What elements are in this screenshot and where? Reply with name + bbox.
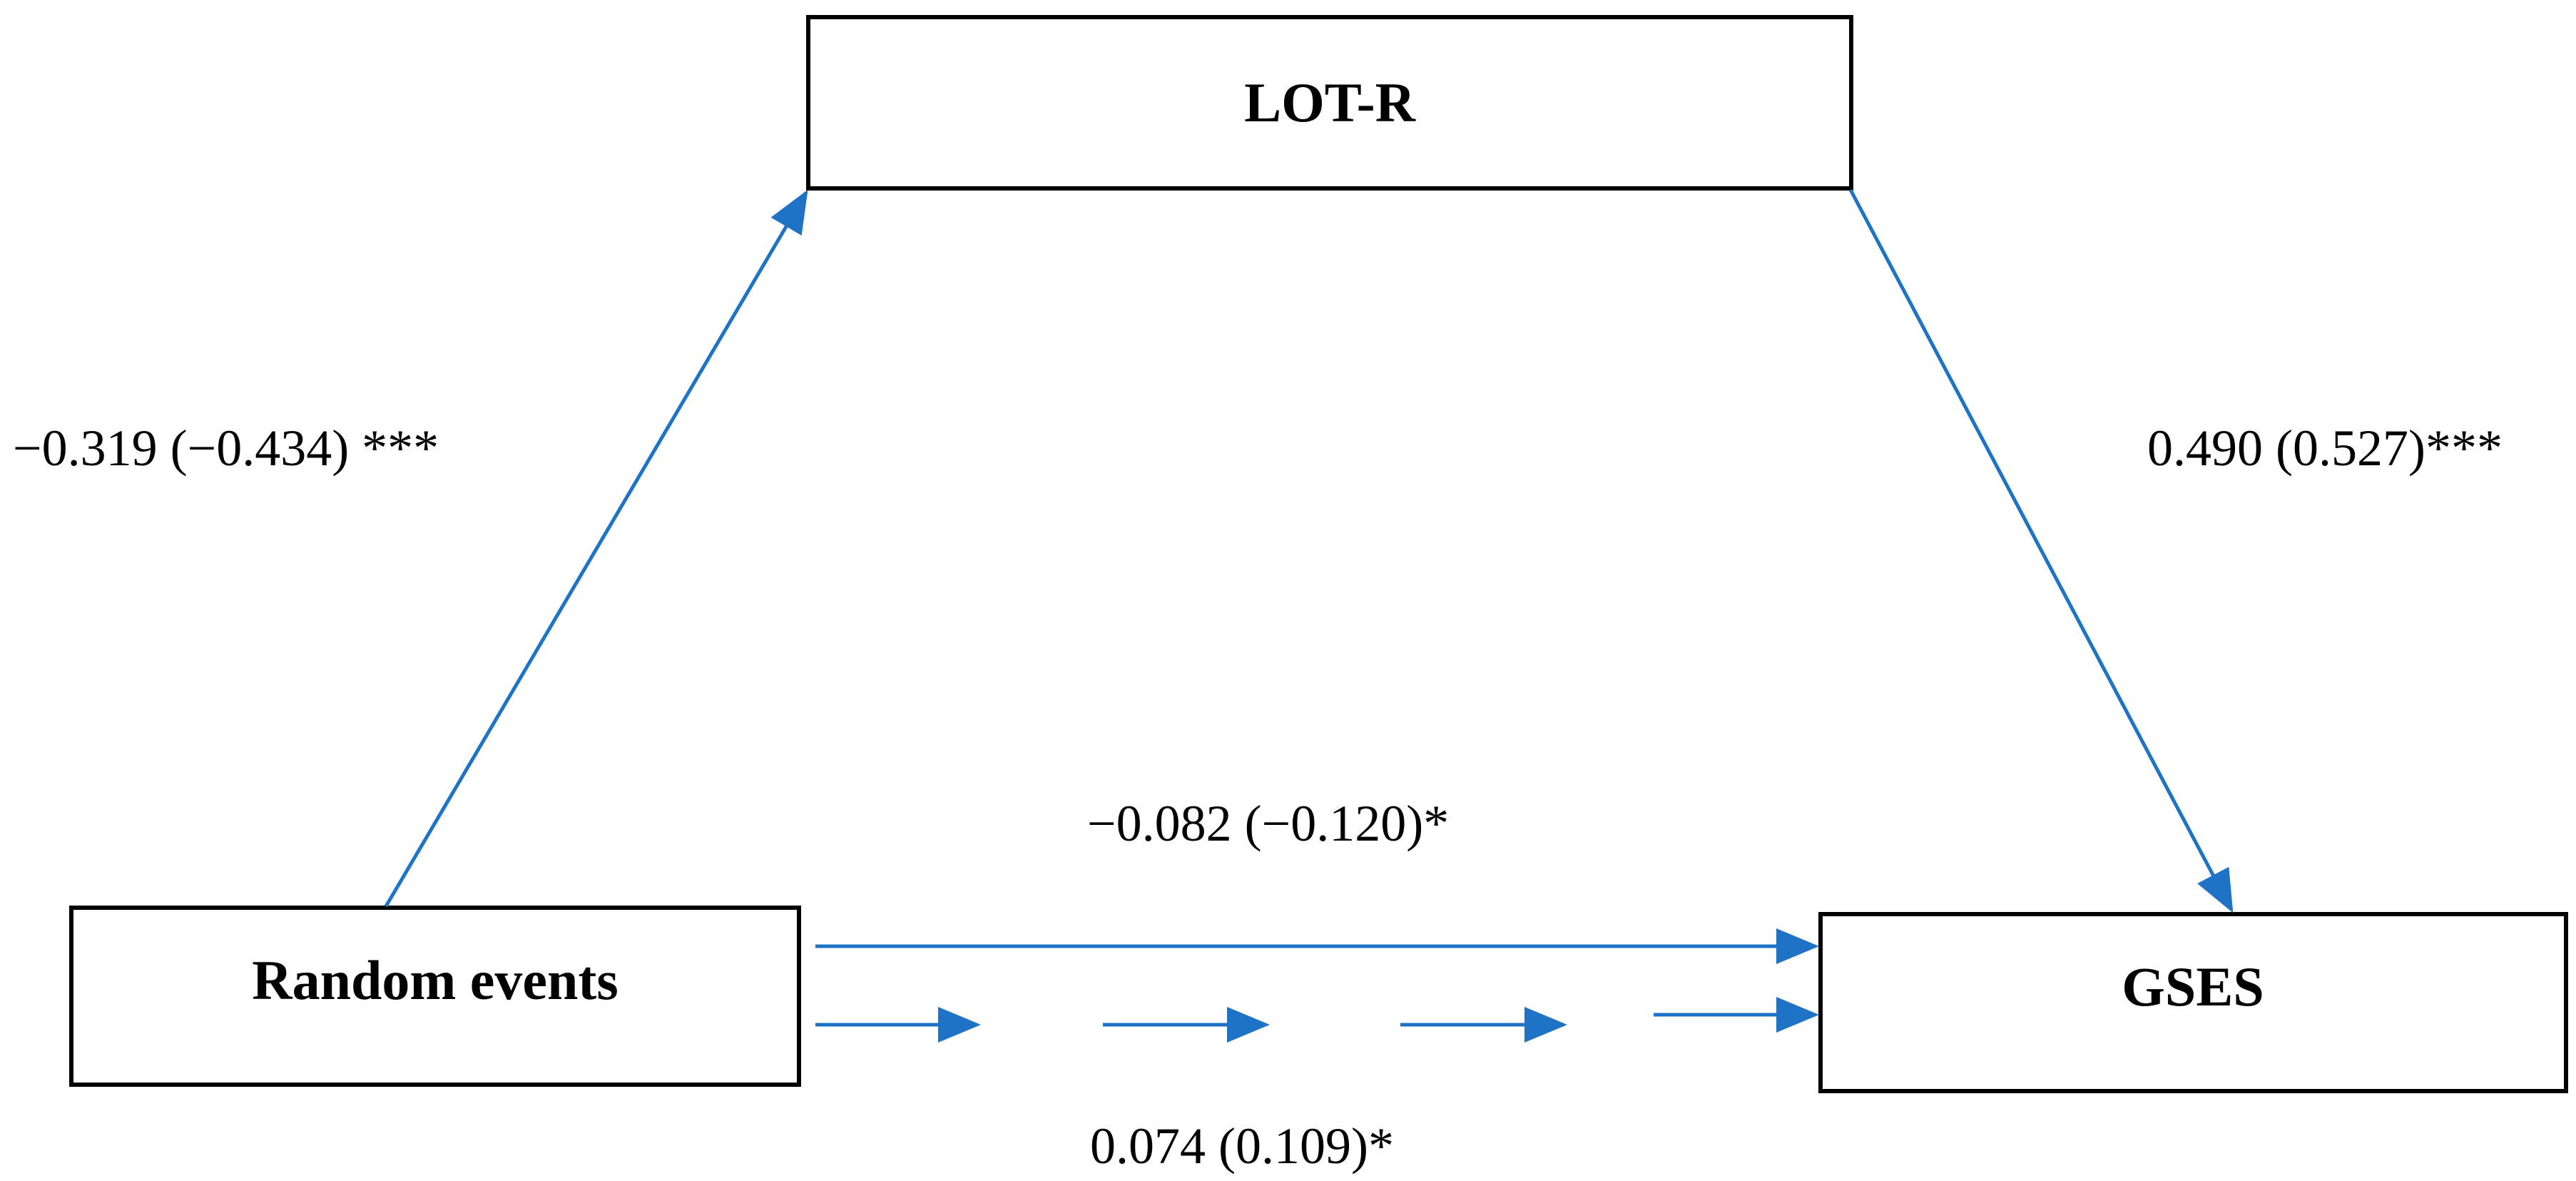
outcome-box: GSES — [1818, 912, 2568, 1093]
b-path-arrow — [1848, 188, 2234, 913]
outcome-label: GSES — [2122, 956, 2264, 1018]
mediator-label: LOT-R — [1244, 71, 1417, 133]
indirect-effect-arrow — [815, 997, 1819, 1043]
b-path-coefficient: 0.490 (0.527)*** — [2147, 420, 2503, 477]
indirect-effect-coefficient: 0.074 (0.109)* — [1090, 1117, 1394, 1175]
a-path-arrow — [384, 189, 808, 908]
predictor-box: Random events — [69, 906, 801, 1087]
a-path-coefficient: −0.319 (−0.434) *** — [13, 420, 439, 477]
direct-effect-coefficient: −0.082 (−0.120)* — [1087, 795, 1449, 852]
predictor-label: Random events — [252, 949, 618, 1011]
mediator-box: LOT-R — [806, 15, 1853, 191]
